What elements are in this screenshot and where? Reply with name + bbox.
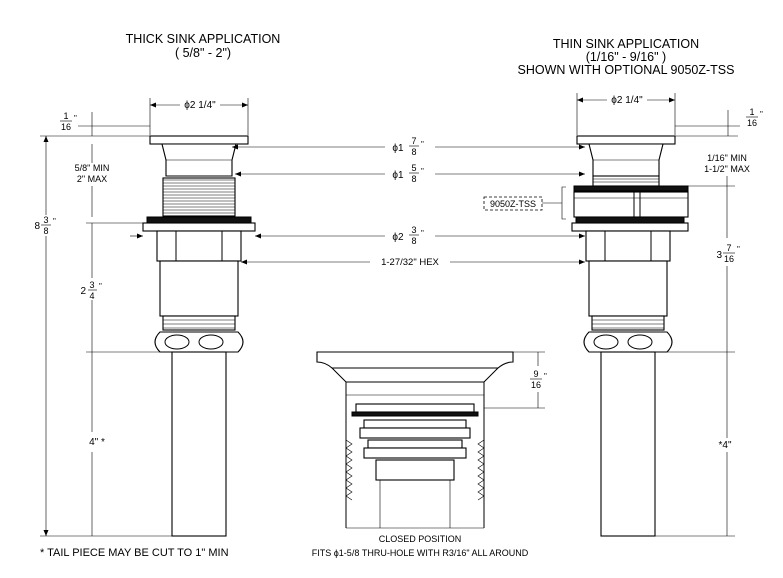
footnote: * TAIL PIECE MAY BE CUT TO 1" MIN — [40, 547, 229, 559]
center-dims: ϕ1 7 8 " ϕ1 5 8 " ϕ2 3 8 " 1-27/32" HEX — [130, 136, 585, 268]
svg-text:8: 8 — [43, 226, 48, 236]
svg-text:7: 7 — [411, 136, 416, 146]
svg-text:16: 16 — [61, 122, 71, 132]
closed-position-label: CLOSED POSITION — [379, 534, 462, 544]
svg-text:8: 8 — [411, 236, 416, 246]
svg-text:ϕ2: ϕ2 — [392, 232, 404, 243]
svg-text:16: 16 — [531, 380, 541, 390]
svg-text:1: 1 — [749, 107, 754, 117]
svg-text:9: 9 — [533, 369, 538, 379]
svg-text:16: 16 — [724, 254, 734, 264]
svg-text:1: 1 — [63, 111, 68, 121]
svg-text:": " — [99, 282, 102, 291]
left-sink-range-2: 2" MAX — [77, 174, 107, 184]
svg-text:16: 16 — [747, 118, 757, 128]
svg-text:9050Z-TSS: 9050Z-TSS — [490, 199, 536, 209]
right-flange-dim: 1 16 " — [675, 107, 763, 137]
svg-text:1-27/32" HEX: 1-27/32" HEX — [381, 257, 439, 268]
left-tail-dim: 4" * — [89, 437, 105, 448]
svg-text:": " — [737, 245, 740, 254]
right-drain-assembly — [571, 93, 689, 537]
svg-text:ϕ1: ϕ1 — [392, 170, 404, 181]
svg-text:": " — [421, 140, 424, 149]
svg-text:": " — [421, 167, 424, 176]
left-title-line1: THICK SINK APPLICATION — [126, 32, 281, 46]
svg-text:": " — [74, 114, 77, 123]
closed-position-note: FITS ϕ1-5/8 THRU-HOLE WITH R3/16" ALL AR… — [312, 548, 529, 558]
svg-text:3: 3 — [716, 250, 722, 261]
left-body-dim: 2 3 4 " — [80, 222, 160, 353]
left-overall-dim: 8 3 8 " — [34, 136, 172, 537]
closed-height-dim: 9 16 " — [484, 351, 547, 409]
svg-text:8: 8 — [411, 147, 416, 157]
left-threads — [163, 179, 235, 214]
svg-text:8: 8 — [411, 174, 416, 184]
right-title-line3: SHOWN WITH OPTIONAL 9050Z-TSS — [518, 63, 735, 77]
svg-text:4: 4 — [89, 291, 94, 301]
right-title-line2: (1/16" - 9/16" ) — [586, 50, 666, 64]
svg-text:ϕ1: ϕ1 — [392, 143, 404, 154]
svg-text:5: 5 — [411, 163, 416, 173]
svg-text:3: 3 — [89, 280, 94, 290]
accessory-label: 9050Z-TSS — [483, 186, 566, 220]
svg-text:7: 7 — [726, 243, 731, 253]
left-sink-range-1: 5/8" MIN — [75, 163, 110, 173]
right-top-width: ϕ2 1/4" — [611, 95, 643, 106]
left-drain-assembly — [142, 98, 256, 537]
svg-text:3: 3 — [411, 225, 416, 235]
svg-text:": " — [53, 217, 56, 226]
left-title-line2: ( 5/8" - 2") — [175, 46, 231, 60]
svg-text:8: 8 — [34, 221, 40, 232]
right-body-dim: 3 7 16 " — [667, 186, 740, 353]
svg-text:": " — [421, 229, 424, 238]
svg-text:": " — [544, 372, 547, 381]
closed-position-detail — [316, 351, 514, 529]
left-top-width: ϕ2 1/4" — [184, 100, 216, 111]
right-sink-range-1: 1/16" MIN — [707, 153, 747, 163]
svg-text:2: 2 — [80, 286, 86, 297]
right-sink-range-2: 1-1/2" MAX — [704, 164, 750, 174]
svg-text:": " — [760, 110, 763, 119]
left-flange-dim: 1 16 " — [40, 111, 150, 137]
right-title-line1: THIN SINK APPLICATION — [553, 37, 699, 51]
svg-text:3: 3 — [43, 215, 48, 225]
right-tail-dim: *4" — [718, 440, 731, 451]
